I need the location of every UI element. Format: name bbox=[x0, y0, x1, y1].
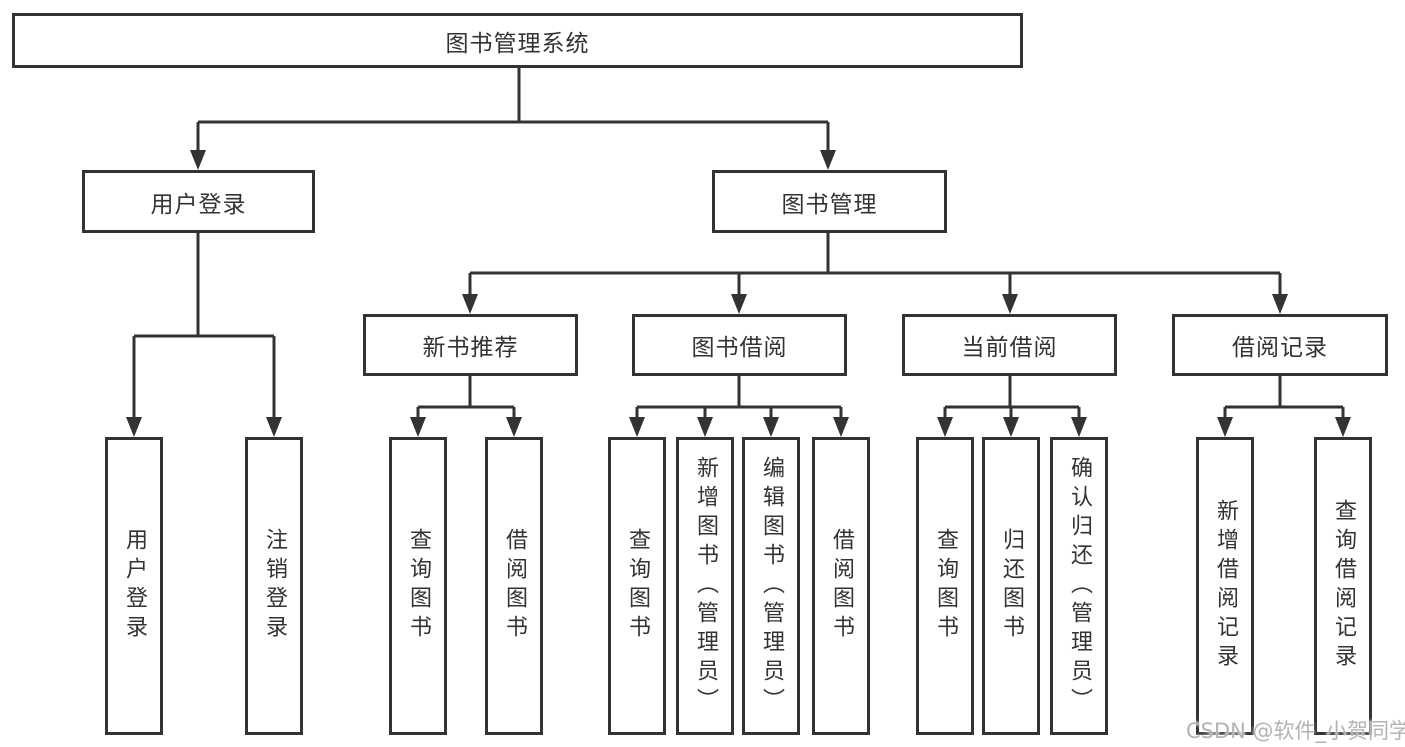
node-new-book-recommend: 新书推荐 bbox=[363, 314, 578, 376]
node-leaf-newbook-borrow: 借阅图书 bbox=[485, 437, 543, 735]
node-leaf-logout: 注销登录 bbox=[245, 437, 303, 735]
node-book-borrow: 图书借阅 bbox=[632, 314, 847, 376]
node-leaf-current-return: 归还图书 bbox=[982, 437, 1040, 735]
node-leaf-current-confirm-admin: 确认归还（管理员） bbox=[1050, 437, 1108, 735]
node-book-management: 图书管理 bbox=[712, 170, 947, 233]
node-leaf-borrow-query: 查询图书 bbox=[608, 437, 666, 735]
node-current-borrow: 当前借阅 bbox=[902, 314, 1117, 376]
node-leaf-user-login: 用户登录 bbox=[105, 437, 163, 735]
node-leaf-borrow-borrow: 借阅图书 bbox=[812, 437, 870, 735]
node-leaf-borrow-add-admin: 新增图书（管理员） bbox=[676, 437, 734, 735]
node-leaf-newbook-query: 查询图书 bbox=[389, 437, 447, 735]
node-library-system: 图书管理系统 bbox=[12, 13, 1023, 68]
node-borrow-records: 借阅记录 bbox=[1172, 314, 1388, 376]
node-user-login: 用户登录 bbox=[82, 170, 315, 233]
node-leaf-record-query: 查询借阅记录 bbox=[1314, 437, 1372, 735]
watermark-csdn: CSDN @软件_小贺同学 bbox=[1186, 719, 1405, 743]
node-leaf-current-query: 查询图书 bbox=[916, 437, 974, 735]
node-leaf-borrow-edit-admin: 编辑图书（管理员） bbox=[742, 437, 800, 735]
node-leaf-record-add: 新增借阅记录 bbox=[1196, 437, 1254, 735]
